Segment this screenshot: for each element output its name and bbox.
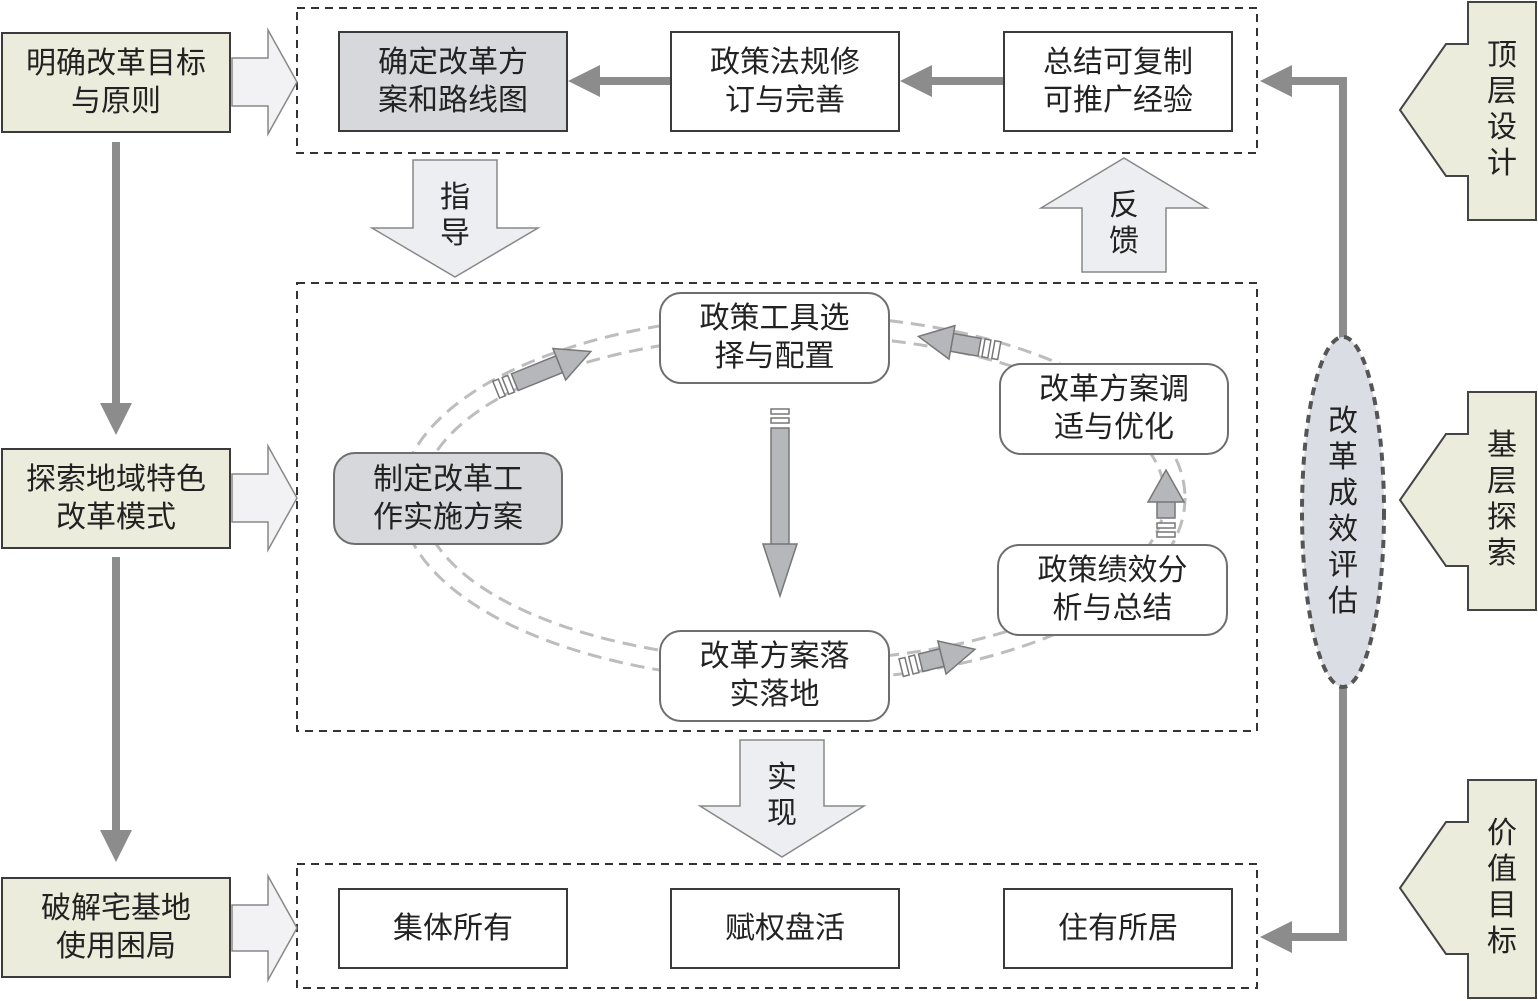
- evaluation-label: 改 革 成 效 评 估: [1328, 404, 1358, 619]
- bottom-box-housing: 住有所居: [1003, 888, 1233, 969]
- right-label-value-goal: 价 值 目 标: [1487, 816, 1517, 959]
- right-block-arrow-2: [1398, 391, 1537, 611]
- left-block-arrow-2: [231, 443, 298, 553]
- right-label-grassroots: 基 层 探 索: [1487, 428, 1517, 571]
- left-box-solve: 破解宅基地 使用困局: [1, 877, 231, 978]
- evaluation-connector: [1260, 65, 1347, 953]
- evaluation-ellipse: [1300, 335, 1386, 689]
- left-box-goals: 明确改革目标 与原则: [1, 32, 231, 133]
- left-down-arrow-1: [100, 142, 132, 435]
- cycle-arrow-from-adjust: [916, 324, 1002, 361]
- right-block-arrow-1: [1398, 1, 1537, 221]
- top-box-policy: 政策法规修 订与完善: [670, 31, 900, 132]
- feedback-label: 反 馈: [1109, 188, 1139, 259]
- cycle-node-center: 制定改革工 作实施方案: [333, 452, 563, 545]
- realize-label: 实 现: [767, 760, 797, 831]
- cycle-node-implement: 改革方案落 实落地: [659, 630, 890, 722]
- left-block-arrow-1: [231, 27, 298, 137]
- cycle-arrow-to-tools: [491, 347, 593, 400]
- left-down-arrow-2: [100, 557, 132, 862]
- left-block-arrow-3: [231, 873, 298, 983]
- bottom-group-frame: [296, 863, 1258, 989]
- cycle-arrow-up-right: [1146, 468, 1186, 538]
- cycle-node-tools: 政策工具选 择与配置: [659, 292, 890, 384]
- guide-block-arrow: [369, 159, 541, 278]
- top-box-plan: 确定改革方 案和路线图: [338, 31, 568, 132]
- bottom-box-empower: 赋权盘活: [670, 888, 900, 969]
- top-arrow-middle-to-left: [568, 65, 670, 97]
- cycle-arrow-down-center: [761, 408, 799, 599]
- top-box-experience: 总结可复制 可推广经验: [1003, 31, 1233, 132]
- guide-label: 指 导: [440, 180, 470, 251]
- cycle-node-adjust: 改革方案调 适与优化: [999, 363, 1229, 455]
- middle-group-frame: [296, 282, 1258, 732]
- realize-block-arrow: [697, 739, 867, 858]
- feedback-block-arrow: [1038, 157, 1210, 273]
- cycle-node-performance: 政策绩效分 析与总结: [997, 544, 1228, 636]
- top-arrow-right-to-middle: [900, 65, 1003, 97]
- cycle-arrow-to-performance: [898, 640, 977, 678]
- left-box-explore: 探索地域特色 改革模式: [1, 448, 231, 549]
- right-label-top-design: 顶 层 设 计: [1487, 38, 1517, 181]
- bottom-box-collective: 集体所有: [338, 888, 568, 969]
- right-block-arrow-3: [1398, 779, 1537, 999]
- top-group-frame: [296, 7, 1258, 154]
